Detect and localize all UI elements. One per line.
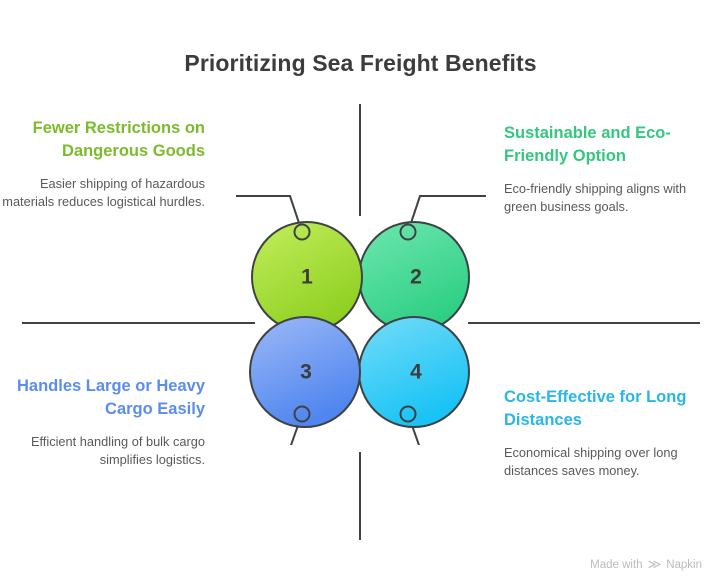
marker-ring-4 (399, 405, 417, 423)
leader-line-1 (236, 195, 303, 233)
circle-1-number: 1 (301, 266, 313, 289)
circle-cluster-diagram: 1 2 3 4 (236, 195, 486, 445)
quadrant-4-body: Economical shipping over long distances … (504, 444, 678, 479)
quadrant-1: Fewer Restrictions on Dangerous Goods Ea… (0, 117, 205, 212)
leader-line-2 (407, 195, 486, 233)
divider-bottom-vertical (359, 452, 361, 540)
quadrant-4-heading: Cost-Effective for Long Distances (504, 388, 687, 429)
divider-left-horizontal (22, 322, 255, 324)
quadrant-3-body: Efficient handling of bulk cargo simplif… (30, 433, 205, 468)
quadrant-3: Handles Large or Heavy Cargo Easily Effi… (0, 375, 205, 470)
napkin-logo-icon: ≫ (647, 556, 662, 572)
quadrant-1-body: Easier shipping of hazardous materials r… (2, 175, 205, 210)
divider-top-vertical (359, 104, 361, 216)
marker-ring-1 (293, 223, 311, 241)
marker-ring-3 (293, 405, 311, 423)
marker-ring-2 (399, 223, 417, 241)
quadrant-3-heading: Handles Large or Heavy Cargo Easily (17, 377, 205, 418)
watermark-prefix: Made with (590, 558, 643, 571)
circle-3-number: 3 (300, 361, 312, 384)
quadrant-2-heading: Sustainable and Eco-Friendly Option (504, 124, 671, 165)
quadrant-4: Cost-Effective for Long Distances Econom… (504, 386, 709, 481)
circle-3[interactable] (249, 316, 361, 428)
quadrant-2: Sustainable and Eco-Friendly Option Eco-… (504, 122, 709, 217)
divider-right-horizontal (468, 322, 700, 324)
circle-2-number: 2 (410, 266, 422, 289)
watermark-brand: Napkin (666, 558, 702, 571)
watermark: Made with ≫ Napkin (590, 558, 702, 571)
quadrant-1-heading: Fewer Restrictions on Dangerous Goods (32, 119, 205, 160)
page-title: Prioritizing Sea Freight Benefits (184, 50, 537, 76)
circle-4-number: 4 (410, 361, 422, 384)
quadrant-2-body: Eco-friendly shipping aligns with green … (504, 180, 687, 215)
